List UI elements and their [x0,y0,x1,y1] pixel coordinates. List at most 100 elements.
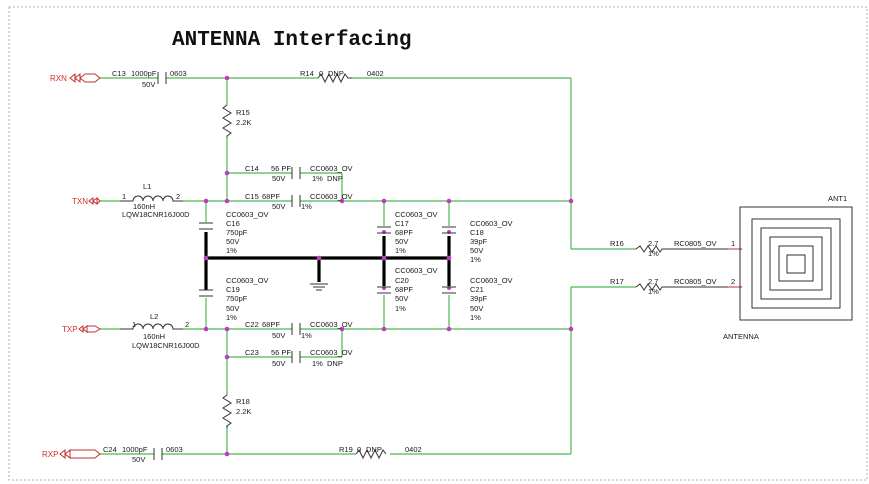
c21-value: 39pF [470,294,488,303]
resistor-symbols [222,72,742,460]
c15-package: CC0603_OV [310,192,353,201]
l2-part: LQW18CNR16J00D [132,341,200,350]
c22-ref: C22 [245,320,259,329]
r15-value: 2.2K [236,118,251,127]
r16-ref: R16 [610,239,624,248]
r14-ref: R14 [300,69,314,78]
r19-note: DNP [366,445,382,454]
c19-package: CC0603_OV [226,276,269,285]
svg-text:RXN: RXN [50,74,67,83]
c16-value: 750pF [226,228,248,237]
c18-ref: C18 [470,228,484,237]
cap-symbols-shunt [199,222,456,297]
r17-ref: R17 [610,277,624,286]
r15-ref: R15 [236,108,250,117]
l1-part: LQW18CNR16J00D [122,210,190,219]
c22-tolerance: 1% [301,331,312,340]
c22-package: CC0603_OV [310,320,353,329]
r16-package: RC0805_OV [674,239,717,248]
port-rxp: RXP [42,448,101,460]
r17-tolerance: 1% [648,287,659,296]
c20-voltage: 50V [395,294,408,303]
c23-note: DNP [327,359,343,368]
port-rxn: RXN [50,72,101,84]
r18-value: 2.2K [236,407,251,416]
c21-tolerance: 1% [470,313,481,322]
c24-ref: C24 [103,445,117,454]
c13-value: 1000pF [131,69,157,78]
c22-value: 68PF [262,320,280,329]
junction-dots [203,75,574,457]
wires [100,77,636,455]
r19-value: 0 [357,445,361,454]
cap-symbols-series [153,72,301,460]
c21-ref: C21 [470,285,484,294]
c14-package: CC0603_OV [310,164,353,173]
l2-pin1: 1 [132,320,136,329]
svg-text:TXN: TXN [72,197,88,206]
c16-voltage: 50V [226,237,239,246]
ground-icon [310,283,328,291]
c19-value: 750pF [226,294,248,303]
l1-ref: L1 [143,182,151,191]
c14-tolerance: 1% [312,174,323,183]
inductor-symbols [120,195,183,330]
c18-value: 39pF [470,237,488,246]
schematic-title: ANTENNA Interfacing [172,29,411,52]
svg-text:TXP: TXP [62,325,78,334]
c21-package: CC0603_OV [470,276,513,285]
port-txn: TXN [72,197,101,206]
c18-tolerance: 1% [470,255,481,264]
c24-value: 1000pF [122,445,148,454]
c14-ref: C14 [245,164,259,173]
c15-value: 68PF [262,192,280,201]
c17-package: CC0603_OV [395,210,438,219]
c14-note: DNP [327,174,343,183]
c19-ref: C19 [226,285,240,294]
c20-value: 68PF [395,285,413,294]
r14-package: 0402 [367,69,384,78]
c15-voltage: 50V [272,202,285,211]
antenna-icon [739,206,853,321]
r16-value: 2.7 [648,239,658,248]
l2-pin2: 2 [185,320,189,329]
c16-ref: C16 [226,219,240,228]
r14-value: 0 [319,69,323,78]
c16-package: CC0603_OV [226,210,269,219]
r18-ref: R18 [236,397,250,406]
c17-tolerance: 1% [395,246,406,255]
c21-voltage: 50V [470,304,483,313]
r14-note: DNP [328,69,344,78]
svg-text:RXP: RXP [42,450,58,459]
c23-voltage: 50V [272,359,285,368]
l1-value: 160nH [133,202,155,211]
c16-tolerance: 1% [226,246,237,255]
l1-pin1: 1 [122,192,126,201]
ground-bus [204,232,451,290]
c15-tolerance: 1% [301,202,312,211]
c13-package: 0603 [170,69,187,78]
c24-voltage: 50V [132,455,145,464]
c20-tolerance: 1% [395,304,406,313]
c13-voltage: 50V [142,80,155,89]
c19-tolerance: 1% [226,313,237,322]
c23-package: CC0603_OV [310,348,353,357]
c14-value: 56 PF [271,164,291,173]
antenna-pin1: 1 [731,239,735,248]
antenna-ref: ANT1 [828,194,847,203]
r16-tolerance: 1% [648,249,659,258]
c18-package: CC0603_OV [470,219,513,228]
c23-value: 56 PF [271,348,291,357]
c19-voltage: 50V [226,304,239,313]
sheet-border [8,6,868,481]
c24-package: 0603 [166,445,183,454]
l1-pin2: 2 [176,192,180,201]
r19-ref: R19 [339,445,353,454]
l2-value: 160nH [143,332,165,341]
r19-package: 0402 [405,445,422,454]
c13-ref: C13 [112,69,126,78]
r17-value: 2.7 [648,277,658,286]
port-txp: TXP [62,325,101,334]
c15-ref: C15 [245,192,259,201]
l2-ref: L2 [150,312,158,321]
